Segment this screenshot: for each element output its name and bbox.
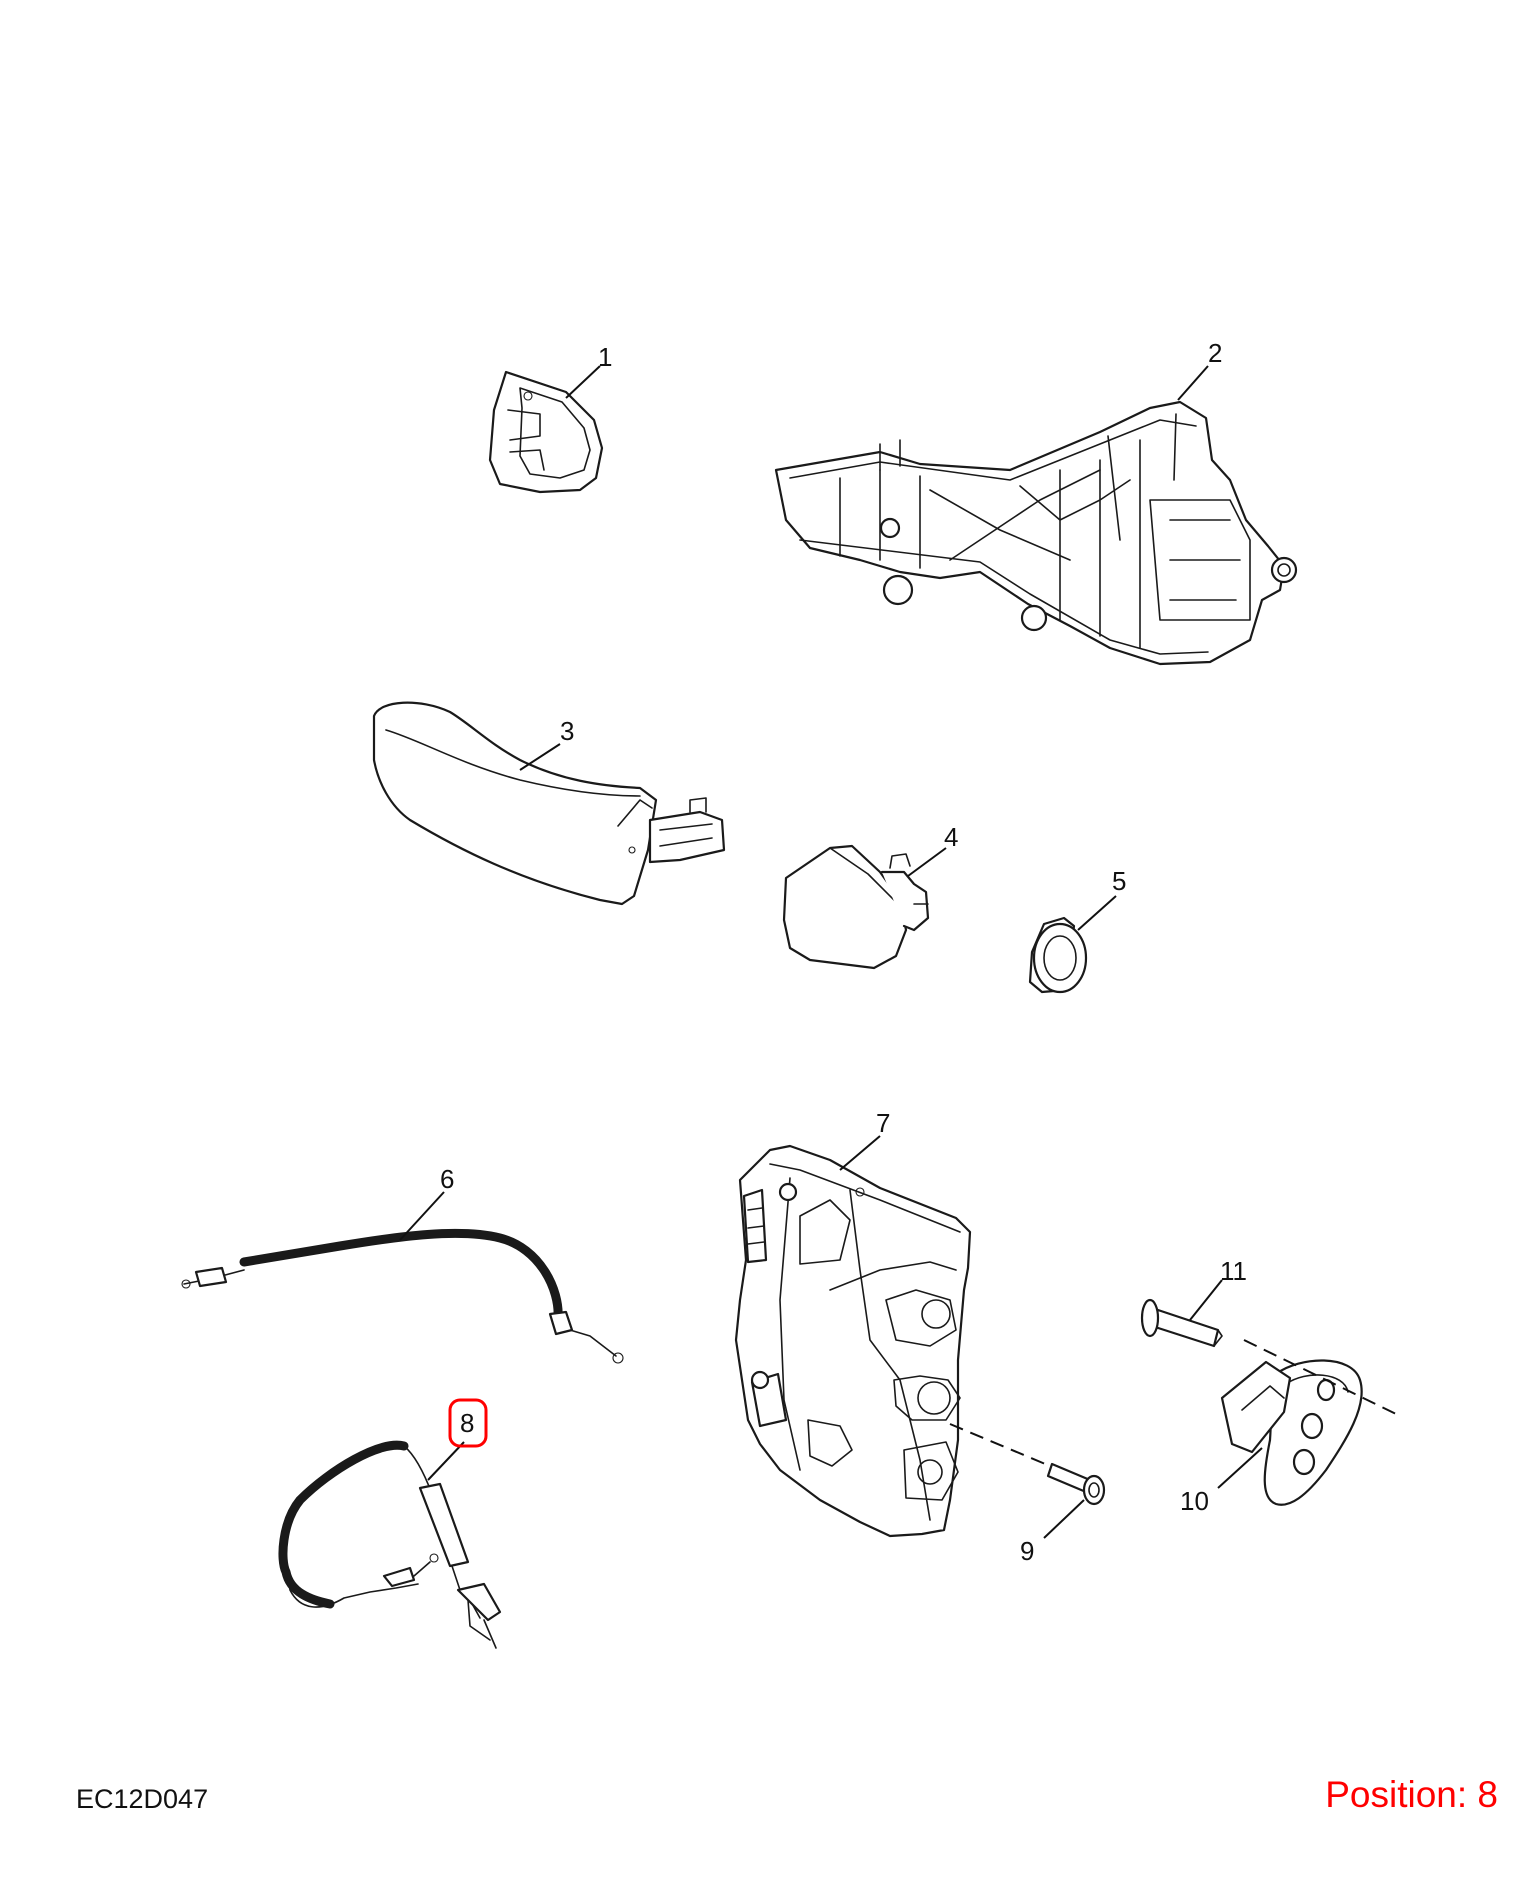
callout-8[interactable]: 8	[460, 1408, 474, 1438]
callout-4[interactable]: 4	[944, 822, 958, 852]
part-2-handle-carrier[interactable]	[774, 400, 1298, 666]
part-11-screw[interactable]	[1140, 1298, 1223, 1348]
highlight-box-8	[448, 1398, 488, 1448]
callout-10[interactable]: 10	[1180, 1486, 1209, 1516]
callout-2[interactable]: 2	[1208, 338, 1222, 368]
leader-lines	[399, 365, 1263, 1539]
callout-1[interactable]: 1	[598, 342, 612, 372]
part-1-bezel-seal[interactable]	[488, 370, 604, 494]
part-9-bolt[interactable]	[949, 1423, 1106, 1506]
part-4-cylinder-cover[interactable]	[782, 844, 930, 970]
part-10-striker[interactable]	[1220, 1339, 1397, 1506]
part-6-release-cable[interactable]	[181, 1228, 624, 1364]
callout-5[interactable]: 5	[1112, 866, 1126, 896]
part-7-door-latch[interactable]	[734, 1144, 972, 1538]
callout-11[interactable]: 11	[1220, 1256, 1247, 1286]
diagram-code: EC12D047	[76, 1784, 209, 1814]
callout-6[interactable]: 6	[440, 1164, 454, 1194]
part-3-exterior-handle[interactable]	[372, 701, 726, 906]
part-5-grommet[interactable]	[1028, 916, 1088, 994]
callout-labels: 1 2 3 4 5 6 7 8 9 10 11	[440, 338, 1247, 1566]
callout-9[interactable]: 9	[1020, 1536, 1034, 1566]
callout-7[interactable]: 7	[876, 1108, 890, 1138]
position-indicator: Position: 8	[1325, 1774, 1498, 1815]
part-8-inner-cable[interactable]	[278, 1440, 502, 1649]
callout-3[interactable]: 3	[560, 716, 574, 746]
